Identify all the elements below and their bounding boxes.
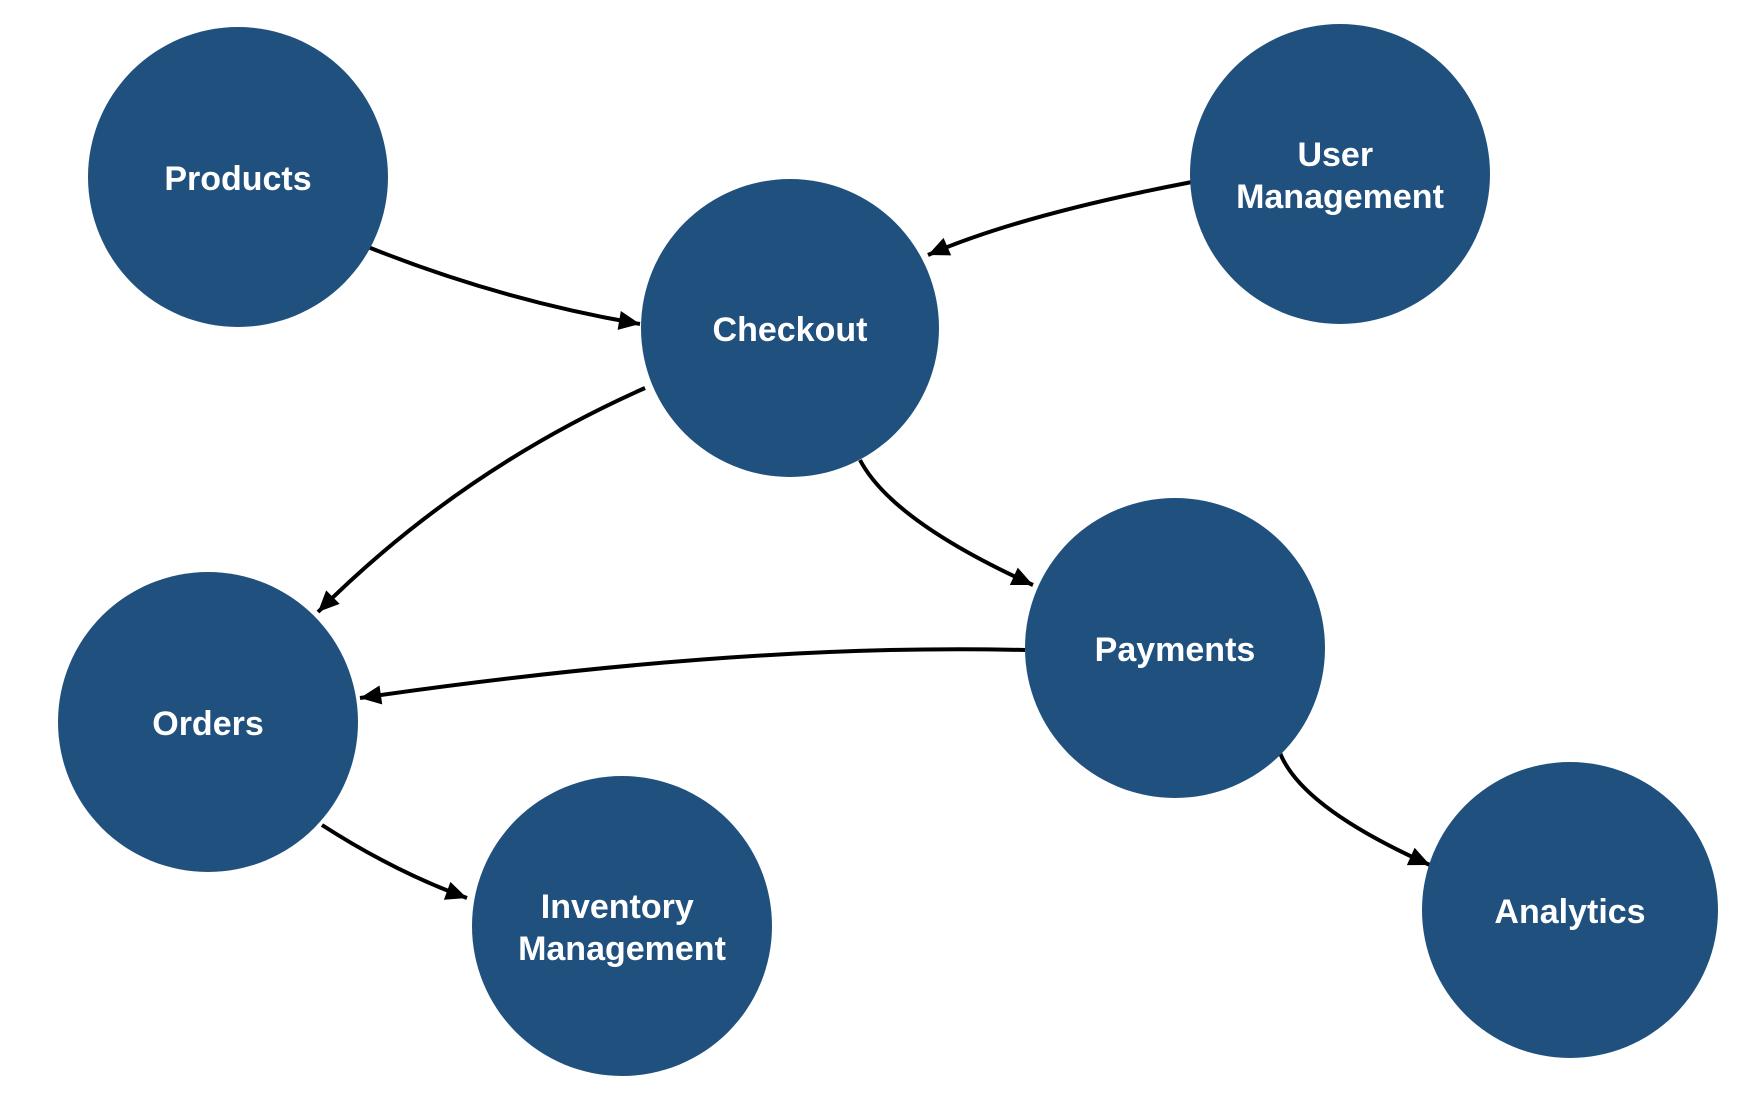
node-user-management-label: User Management	[1236, 136, 1444, 216]
label-line: Payments	[1095, 631, 1256, 669]
edge-products-to-checkout	[367, 245, 641, 330]
label-line: Checkout	[713, 311, 868, 349]
node-analytics[interactable]: Analytics	[1422, 762, 1718, 1058]
node-checkout[interactable]: Checkout	[641, 179, 939, 477]
node-payments[interactable]: Payments	[1025, 498, 1325, 798]
node-inventory-management-label: Inventory Management	[518, 888, 726, 968]
node-orders[interactable]: Orders	[58, 572, 358, 872]
label-line: Analytics	[1494, 893, 1645, 931]
label-line: Products	[164, 160, 311, 198]
node-analytics-label: Analytics	[1494, 893, 1645, 931]
label-line: Management	[1236, 178, 1444, 216]
node-payments-label: Payments	[1095, 631, 1256, 669]
node-inventory-management[interactable]: Inventory Management	[472, 776, 772, 1076]
node-checkout-label: Checkout	[713, 311, 868, 349]
node-user-management[interactable]: User Management	[1190, 24, 1490, 324]
label-line: User	[1297, 136, 1373, 174]
label-line: Inventory	[541, 888, 694, 926]
label-line: Management	[518, 930, 726, 968]
edge-payments-to-orders	[359, 647, 1026, 705]
node-products-circle[interactable]	[88, 27, 388, 327]
node-payments-circle[interactable]	[1025, 498, 1325, 798]
node-checkout-circle[interactable]	[641, 179, 939, 477]
node-products[interactable]: Products	[88, 27, 388, 327]
node-inventory-management-circle[interactable]	[472, 776, 772, 1076]
node-orders-circle[interactable]	[58, 572, 358, 872]
node-products-label: Products	[164, 160, 311, 198]
edge-user-management-to-checkout	[927, 180, 1193, 257]
node-orders-label: Orders	[152, 705, 264, 743]
edge-orders-to-inventory-management	[320, 823, 468, 900]
node-user-management-circle[interactable]	[1190, 24, 1490, 324]
node-analytics-circle[interactable]	[1422, 762, 1718, 1058]
edge-checkout-to-payments	[858, 459, 1034, 587]
label-line: Orders	[152, 705, 264, 743]
edge-payments-to-analytics	[1278, 752, 1431, 867]
edge-checkout-to-orders	[316, 386, 646, 614]
